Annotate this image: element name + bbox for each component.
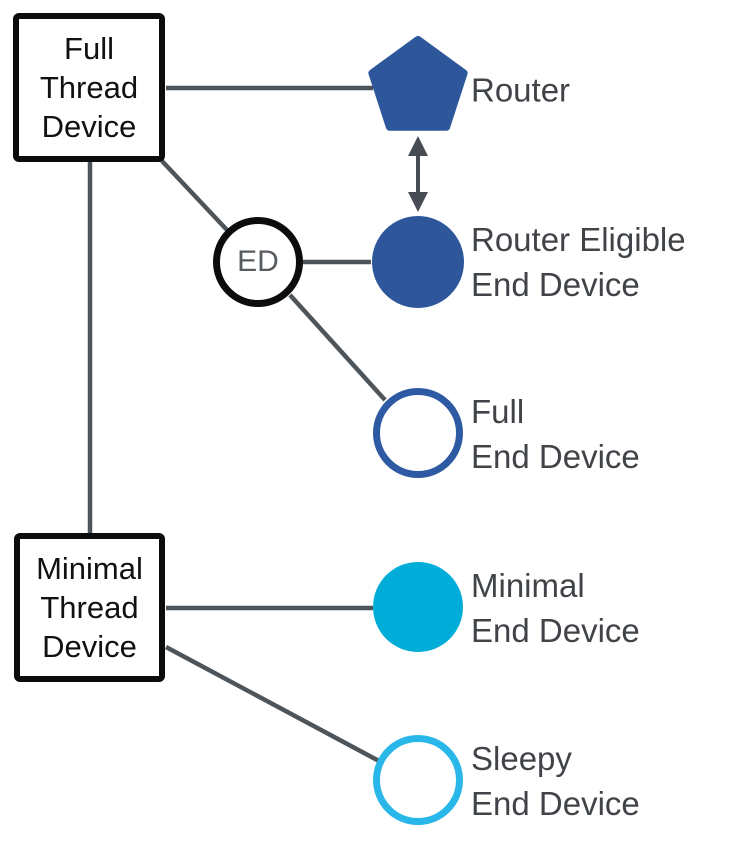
label-full-end-device: Full End Device	[471, 393, 640, 475]
node-minimal-thread-device-label: Minimal Thread Device	[36, 551, 143, 664]
edge-ed-to-fed	[288, 293, 387, 402]
node-sleepy-end-device-circle-icon	[373, 735, 463, 825]
label-sleepy-end-device: Sleepy End Device	[471, 740, 640, 822]
node-full-end-device-circle-icon	[373, 388, 463, 478]
node-full-thread-device-label: Full Thread Device	[39, 31, 139, 144]
arrowhead-up-icon	[408, 136, 428, 156]
label-minimal-end-device: Minimal End Device	[471, 567, 640, 649]
ed-badge-label: ED	[237, 245, 279, 278]
label-router-eligible-end-device: Router Eligible End Device	[471, 221, 686, 303]
node-minimal-end-device-circle-icon	[373, 562, 463, 652]
edge-ftd-to-ed	[160, 159, 229, 232]
arrowhead-down-icon	[408, 192, 428, 212]
node-router-eligible-end-device-circle-icon	[372, 216, 464, 308]
node-full-thread-device: Full Thread Device	[13, 13, 165, 162]
node-minimal-thread-device: Minimal Thread Device	[14, 533, 165, 682]
edge-mtd-to-sed	[164, 645, 381, 763]
node-ed-badge: ED	[213, 217, 303, 307]
label-router: Router	[471, 71, 571, 109]
double-arrow-router-reed	[408, 136, 428, 212]
router-pentagon-icon	[368, 36, 468, 131]
